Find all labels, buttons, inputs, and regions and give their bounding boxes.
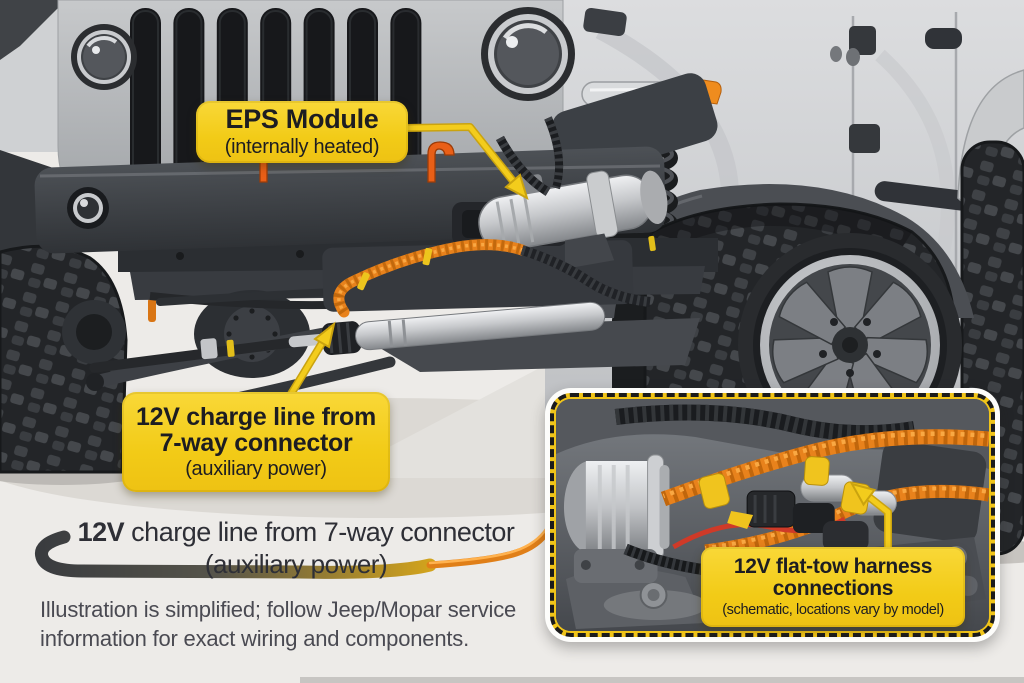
door-hinge-lower: [849, 124, 880, 153]
zip-tie: [648, 235, 656, 252]
tie-rod: [89, 337, 298, 373]
callout-charge-subtitle: (auxiliary power): [185, 457, 327, 480]
disclaimer-text: Illustration is simplified; follow Jeep/…: [40, 596, 600, 653]
seven-way-socket-housing: [563, 454, 670, 583]
door-hinge-upper: [849, 26, 876, 55]
disclaimer-line1: Illustration is simplified; follow Jeep/…: [40, 597, 517, 622]
bottom-label-bold: 12V: [77, 517, 125, 547]
zip-tie: [422, 247, 433, 266]
disclaimer-line2: information for exact wiring and compone…: [40, 625, 469, 651]
fog-light: [67, 187, 109, 229]
headlight-right: [481, 7, 575, 101]
mirror-cowl-shape: [0, 0, 66, 60]
hood-latch: [583, 7, 627, 37]
callout-inset-title-line2: connections: [772, 577, 894, 600]
callout-eps-module: EPS Module (internally heated): [196, 101, 408, 163]
bottom-label-rest: charge line from 7-way connector: [124, 517, 515, 547]
callout-inset-subtitle: (schematic, locations vary by model): [722, 601, 944, 618]
bottom-label-line1: 12V charge line from 7-way connector: [34, 516, 558, 548]
bottom-label-line2: (auxiliary power): [204, 549, 388, 579]
callout-charge-line: 12V charge line from 7-way connector (au…: [122, 392, 390, 492]
callout-inset-title-line1: 12V flat-tow harness: [733, 555, 933, 579]
callout-charge-title-line1: 12V charge line from: [136, 402, 376, 431]
bottom-charge-line-label: 12V charge line from 7-way connector (au…: [34, 516, 558, 580]
orange-charge-cable: [333, 235, 656, 318]
callout-flat-tow-harness: 12V flat-tow harness connections (schema…: [701, 547, 965, 627]
door-handle: [925, 28, 962, 49]
bottom-edge-shadow: [300, 677, 1024, 683]
callout-eps-title: EPS Module: [225, 104, 379, 135]
callout-eps-subtitle: (internally heated): [224, 135, 380, 158]
headlight-left: [71, 24, 137, 90]
zip-tie: [357, 272, 370, 291]
callout-charge-title-line2: 7-way connector: [159, 428, 353, 457]
